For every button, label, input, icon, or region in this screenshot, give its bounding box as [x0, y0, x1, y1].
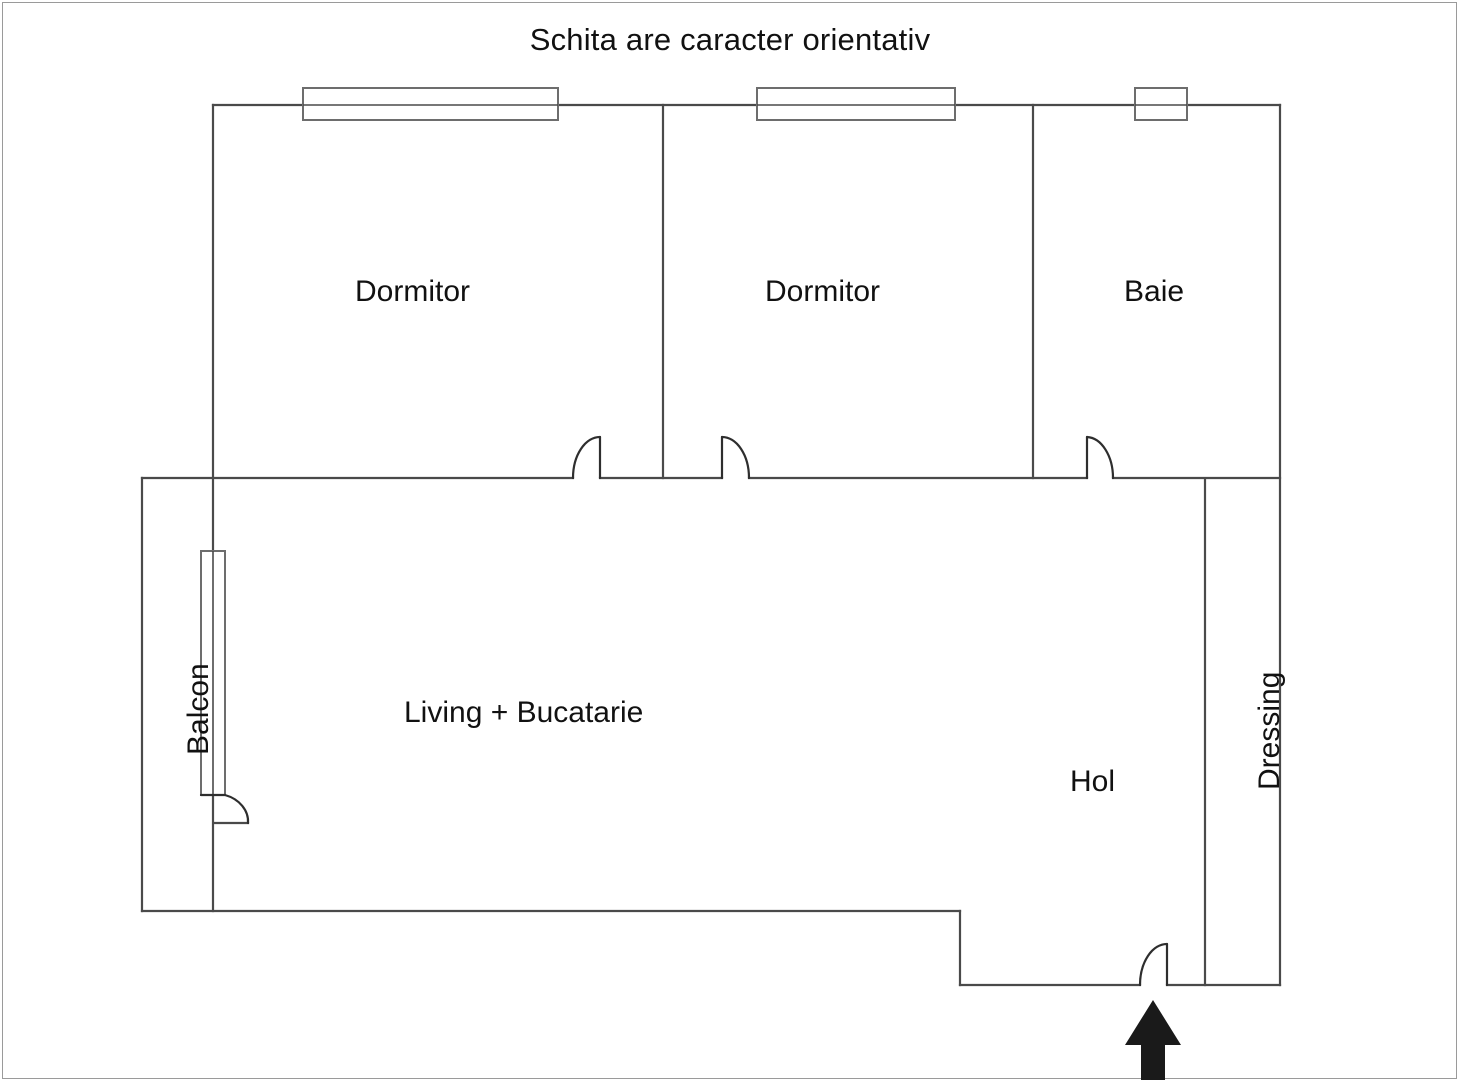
door-balcon-arc [223, 793, 250, 825]
window-baie [1134, 87, 1188, 121]
door-balcon [199, 793, 250, 825]
door-intrare-arc [1138, 942, 1169, 987]
window-dormitor-2 [756, 87, 956, 121]
room-label-baie: Baie [1124, 275, 1185, 308]
door-intrare [1138, 942, 1169, 987]
room-label-dormitor-1: Dormitor [355, 275, 471, 308]
door-group [199, 435, 1169, 987]
door-dormitor-2-arc [720, 435, 751, 480]
room-label-dormitor-2: Dormitor [765, 275, 881, 308]
page-title: Schita are caracter orientativ [529, 22, 931, 57]
door-dormitor-1-arc [571, 435, 602, 480]
room-label-dressing: Dressing [1253, 671, 1286, 790]
room-label-living-bucatarie: Living + Bucatarie [404, 696, 644, 729]
door-baie [1085, 435, 1115, 480]
room-label-hol: Hol [1070, 765, 1116, 798]
door-dormitor-2 [720, 435, 751, 480]
wall-group [140, 103, 1282, 987]
window-dormitor-1 [302, 87, 559, 121]
room-label-balcon: Balcon [182, 663, 215, 755]
window-mullion-group [212, 104, 1187, 795]
entrance-arrow-icon [1125, 1000, 1181, 1080]
window-group [200, 87, 1188, 796]
door-baie-arc [1085, 435, 1115, 480]
door-dormitor-1 [571, 435, 602, 480]
